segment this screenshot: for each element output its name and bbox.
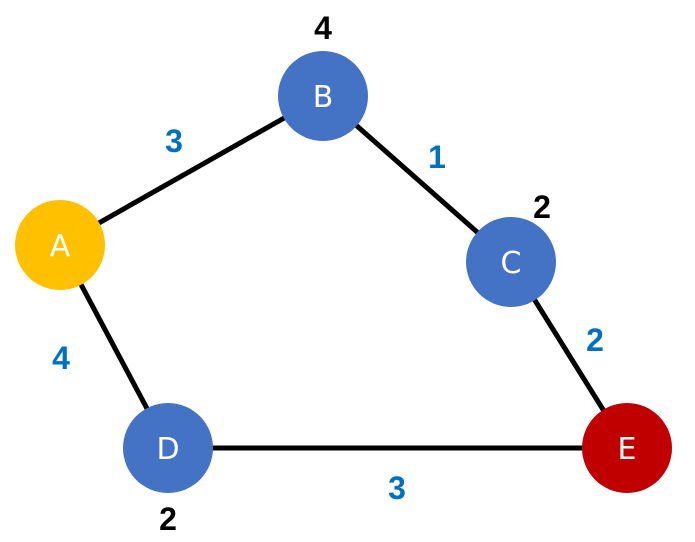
edge-weight-d-e: 3	[388, 470, 406, 506]
node-e-label: E	[618, 432, 637, 467]
node-d-circle	[123, 403, 213, 493]
edge-weight-c-e: 2	[586, 322, 604, 358]
node-value-d: 2	[159, 501, 177, 537]
node-b-label: B	[313, 80, 334, 115]
node-b-circle	[278, 51, 368, 141]
node-a: A	[15, 200, 105, 290]
node-e-circle	[582, 403, 672, 493]
edge-a-b	[58, 93, 325, 248]
node-c-label: C	[501, 246, 522, 281]
edge-weights: 3 1 2 4 3	[52, 123, 604, 506]
nodes: A B C D E	[15, 51, 672, 493]
node-c: C	[466, 217, 556, 307]
node-e: E	[582, 403, 672, 493]
node-values: 4 2 2	[159, 10, 551, 537]
edge-weight-a-b: 3	[165, 123, 183, 159]
node-d-label: D	[156, 432, 179, 467]
node-value-b: 4	[314, 10, 332, 46]
edge-weight-b-c: 1	[428, 139, 446, 175]
node-a-label: A	[50, 229, 71, 264]
node-value-c: 2	[533, 189, 551, 225]
node-d: D	[123, 403, 213, 493]
node-a-circle	[15, 200, 105, 290]
node-b: B	[278, 51, 368, 141]
edge-weight-a-d: 4	[52, 340, 70, 376]
node-c-circle	[466, 217, 556, 307]
